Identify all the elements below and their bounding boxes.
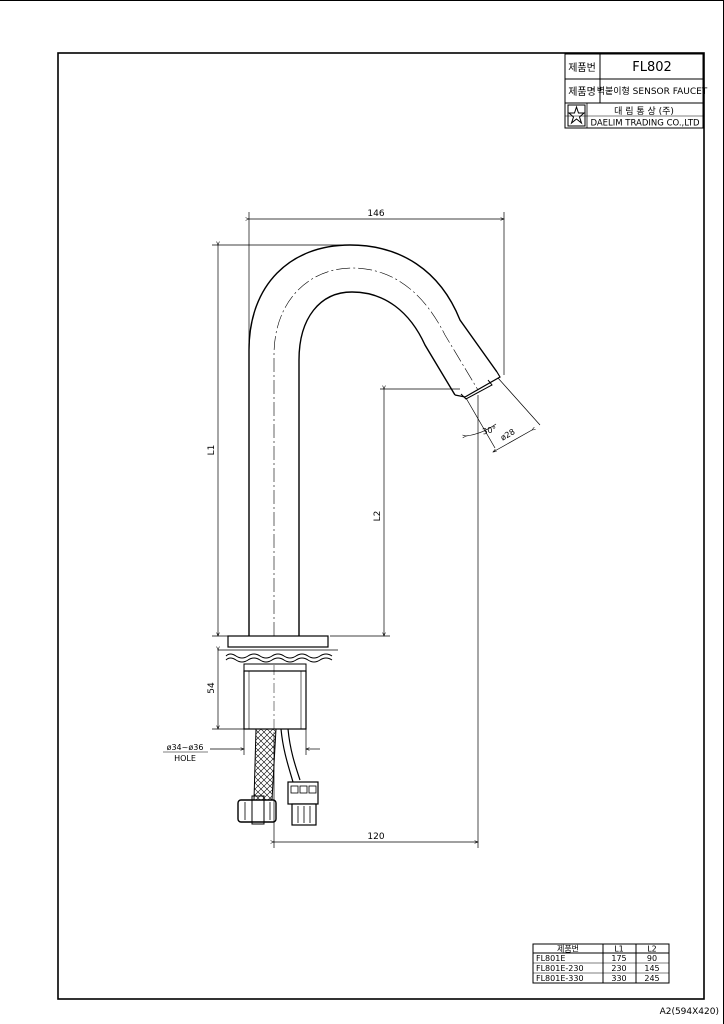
table-cell: 330: [611, 974, 626, 983]
table-cell: 175: [611, 954, 626, 963]
product-name: 벽붙이형 SENSOR FAUCET: [597, 86, 708, 97]
dim-146: 146: [367, 209, 384, 219]
product-no: FL802: [632, 60, 672, 75]
dimension-labels: 146 L1 L2 54 ø34~ø36 HOLE 120 30° ø28: [163, 209, 517, 842]
spec-table: 제품번 L1 L2 FL801E 175 90 FL801E-230 230 1…: [532, 943, 670, 984]
table-header-l2: L2: [647, 945, 657, 954]
table-cell: FL801E: [536, 954, 565, 963]
table-cell: 230: [611, 964, 626, 973]
table-cell: 90: [647, 954, 657, 963]
table-header-product: 제품번: [557, 945, 579, 954]
dim-hole-label: HOLE: [174, 754, 196, 763]
dim-angle: 30°: [482, 425, 498, 437]
drawing-frame: [57, 52, 705, 1000]
sheet-size: A2(594X420): [660, 1007, 719, 1017]
hose-assembly: [237, 728, 319, 826]
dim-l1: L1: [207, 445, 217, 456]
faucet-base: [218, 635, 338, 735]
dim-hole-dia: ø34~ø36: [167, 743, 204, 752]
product-name-label: 제품명: [568, 86, 596, 98]
company-en: DAELIM TRADING CO.,LTD: [590, 119, 700, 129]
company-logo-icon: [567, 104, 586, 127]
dim-120: 120: [367, 832, 384, 842]
table-cell: FL801E-330: [536, 974, 584, 983]
dimension-lines: [210, 212, 541, 848]
table-cell: 145: [644, 964, 659, 973]
table-cell: 245: [644, 974, 659, 983]
title-block: 제품번 FL802 제품명 벽붙이형 SENSOR FAUCET 대 림 통 상…: [564, 53, 708, 129]
table-header-l1: L1: [614, 945, 624, 954]
product-no-label: 제품번: [568, 62, 596, 74]
dim-l2: L2: [373, 511, 383, 522]
faucet-body: [248, 244, 501, 636]
table-cell: FL801E-230: [536, 964, 584, 973]
dim-54: 54: [207, 682, 217, 694]
company-kr: 대 림 통 상 (주): [614, 105, 674, 117]
